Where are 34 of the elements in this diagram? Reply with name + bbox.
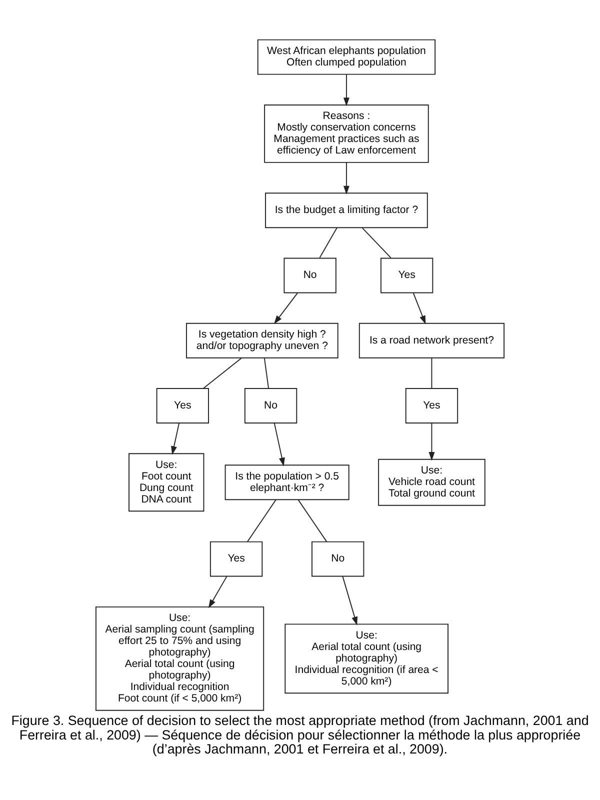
node-box: Use: Vehicle road count Total ground count	[378, 458, 486, 506]
caption: Figure 3. Sequence of decision to select the most appropriate method (from Jachmann, 2001 and Ferreira et al., 2009) — Séquence de décision pour sélectionner la méthode la plus appropriée (d’après Jachmann, 2001 et Ferreira et al., 2009).	[11, 712, 589, 756]
node-box: Yes	[405, 388, 458, 423]
arrow	[428, 422, 435, 460]
node-box: West African elephants population Often clumped population	[257, 38, 436, 74]
arrow	[171, 422, 180, 454]
node-box: No	[312, 540, 364, 576]
node-box: Is the population > 0.5 elephant·km⁻² ?	[224, 464, 350, 500]
arrow	[343, 74, 350, 106]
arrow	[274, 422, 285, 466]
node-box: Is a road network present?	[358, 322, 505, 358]
arrow	[412, 292, 426, 324]
node-box: Use: Aerial sampling count (sampling effort 25 to 75% and using photography) Aerial total count (using photography) Individual recognition Foot count (if < 5,000 km²)	[95, 606, 264, 710]
connector	[298, 498, 328, 542]
connector	[431, 357, 432, 388]
node-box: No	[284, 257, 336, 293]
node-box: Yes	[156, 388, 209, 423]
arrow	[342, 576, 358, 625]
connector	[247, 498, 276, 542]
node-box: Yes	[210, 540, 263, 576]
node-box: Is the budget a limiting factor ?	[265, 192, 428, 228]
arrow	[343, 162, 350, 194]
node-box: Yes	[380, 257, 434, 293]
arrow	[208, 576, 228, 608]
node-box: No	[244, 388, 298, 423]
connector	[264, 357, 269, 388]
node-box: Use: Aerial total count (using photography) Individual recognition (if area < 5,000 km²)	[284, 623, 448, 694]
node-box: Use: Foot count Dung count DNA count	[128, 452, 204, 512]
node-box: Is vegetation density high ? and/or topography uneven ?	[186, 322, 338, 358]
arrow	[274, 292, 298, 324]
connector	[362, 226, 392, 258]
connector	[319, 226, 338, 258]
node-box: Reasons : Mostly conservation concerns Management practices such as efficiency of Law enforcement	[264, 104, 429, 162]
connector	[202, 357, 242, 388]
